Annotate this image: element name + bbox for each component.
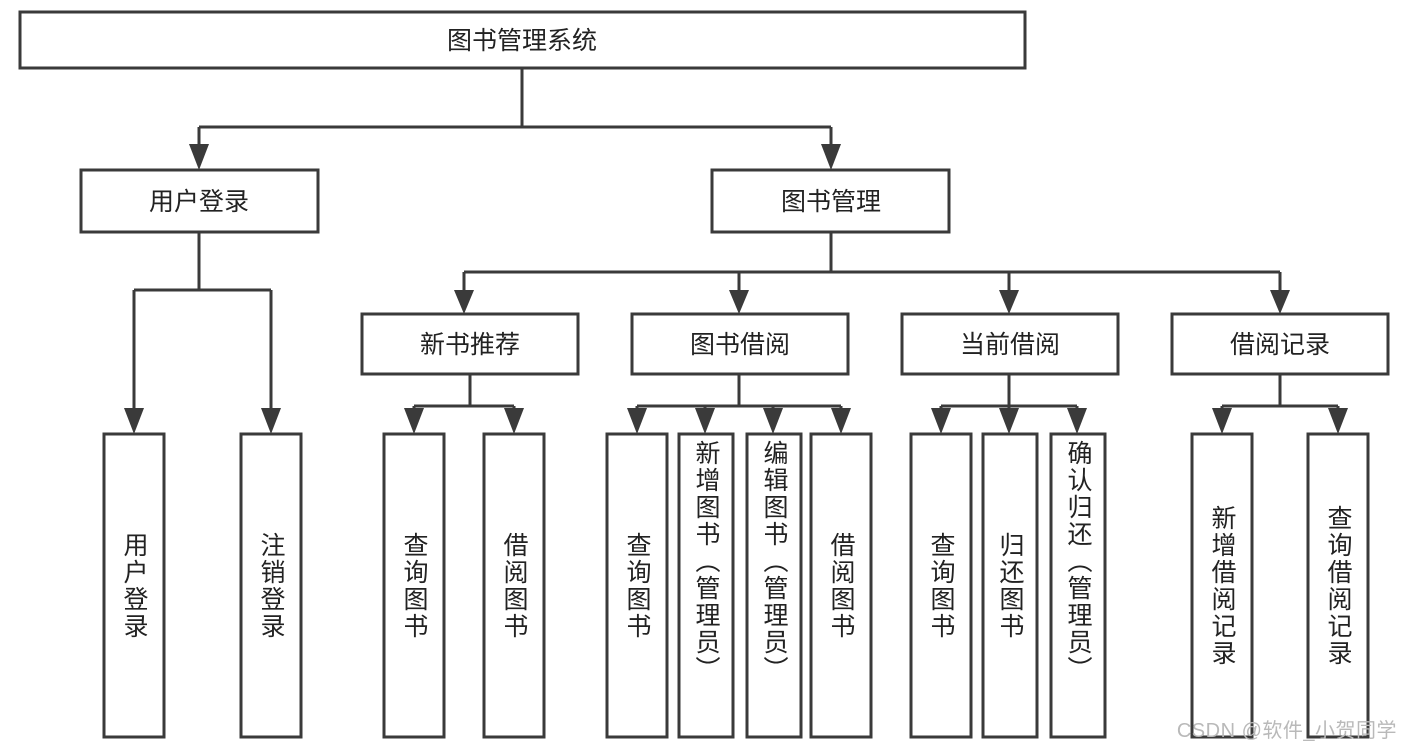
node-leaf-query-book-3-box[interactable] (909, 432, 973, 739)
arrow-head-leaf-borrow-book-2 (831, 408, 851, 434)
arrow-head-book-manage (821, 144, 841, 170)
node-leaf-add-record-box[interactable] (1190, 432, 1254, 739)
arrow-head-leaf-query-record (1328, 408, 1348, 434)
node-current-borrow-box[interactable] (900, 312, 1120, 376)
node-root-box[interactable] (18, 10, 1027, 70)
watermark-text: CSDN @软件_小贺同学 (1176, 720, 1397, 742)
node-leaf-confirm-return-box[interactable] (1049, 432, 1107, 739)
node-leaf-return-book-box[interactable] (981, 432, 1039, 739)
node-leaf-user-login-box[interactable] (102, 432, 166, 739)
node-current-borrow[interactable]: 当前借阅 (900, 312, 1120, 376)
arrow-head-borrow-record (1270, 290, 1290, 314)
arrow-head-book-borrow (729, 290, 749, 314)
node-borrow-record-label: 借阅记录 (1230, 331, 1330, 359)
arrow-head-leaf-add-book (695, 408, 715, 434)
arrow-head-leaf-user-logout (261, 408, 281, 434)
node-leaf-borrow-book-2-box[interactable] (809, 432, 873, 739)
connector-book-borrow-to-leaves (627, 374, 851, 434)
node-borrow-record[interactable]: 借阅记录 (1170, 312, 1390, 376)
node-leaf-add-book-box[interactable] (677, 432, 735, 739)
leaf-boxes (102, 432, 1370, 739)
node-book-borrow-label: 图书借阅 (690, 331, 790, 359)
node-leaf-edit-book-box[interactable] (745, 432, 803, 739)
node-root-label: 图书管理系统 (447, 27, 597, 55)
node-root[interactable]: 图书管理系统 (18, 10, 1027, 70)
arrow-head-current-borrow (999, 290, 1019, 314)
node-book-manage-label: 图书管理 (781, 188, 881, 216)
connector-user-login-to-leaves (124, 232, 281, 434)
node-leaf-borrow-book-1-box[interactable] (482, 432, 546, 739)
node-book-manage-box[interactable] (710, 168, 951, 234)
arrow-head-leaf-query-book-3 (931, 408, 951, 434)
node-new-book-recommend-label: 新书推荐 (420, 331, 520, 359)
node-new-book-recommend[interactable]: 新书推荐 (360, 312, 580, 376)
connector-current-borrow-to-leaves (931, 374, 1087, 434)
node-leaf-query-book-2-box[interactable] (605, 432, 669, 739)
node-book-borrow-box[interactable] (630, 312, 850, 376)
arrow-head-leaf-user-login (124, 408, 144, 434)
connector-book-manage-to-level3 (454, 232, 1290, 314)
node-user-login-box[interactable] (79, 168, 320, 234)
node-current-borrow-label: 当前借阅 (960, 331, 1060, 359)
arrow-head-user-login (189, 144, 209, 170)
node-borrow-record-box[interactable] (1170, 312, 1390, 376)
arrow-head-leaf-confirm-return (1067, 408, 1087, 434)
arrow-head-leaf-query-book-1 (404, 408, 424, 434)
arrow-head-leaf-borrow-book-1 (504, 408, 524, 434)
node-user-login[interactable]: 用户登录 (79, 168, 320, 234)
node-leaf-query-book-1-box[interactable] (382, 432, 446, 739)
arrow-head-leaf-edit-book (763, 408, 783, 434)
node-leaf-user-logout-box[interactable] (239, 432, 303, 739)
connector-root-to-level2 (189, 68, 841, 170)
node-new-book-recommend-box[interactable] (360, 312, 580, 376)
connector-borrow-record-to-leaves (1212, 374, 1348, 434)
arrow-head-new-book-recommend (454, 290, 474, 314)
node-book-manage[interactable]: 图书管理 (710, 168, 951, 234)
node-leaf-query-record-box[interactable] (1306, 432, 1370, 739)
arrow-head-leaf-query-book-2 (627, 408, 647, 434)
arrow-head-leaf-return-book (999, 408, 1019, 434)
node-user-login-label: 用户登录 (149, 188, 249, 216)
arrow-head-leaf-add-record (1212, 408, 1232, 434)
node-book-borrow[interactable]: 图书借阅 (630, 312, 850, 376)
connector-new-book-recommend-to-leaves (404, 374, 524, 434)
